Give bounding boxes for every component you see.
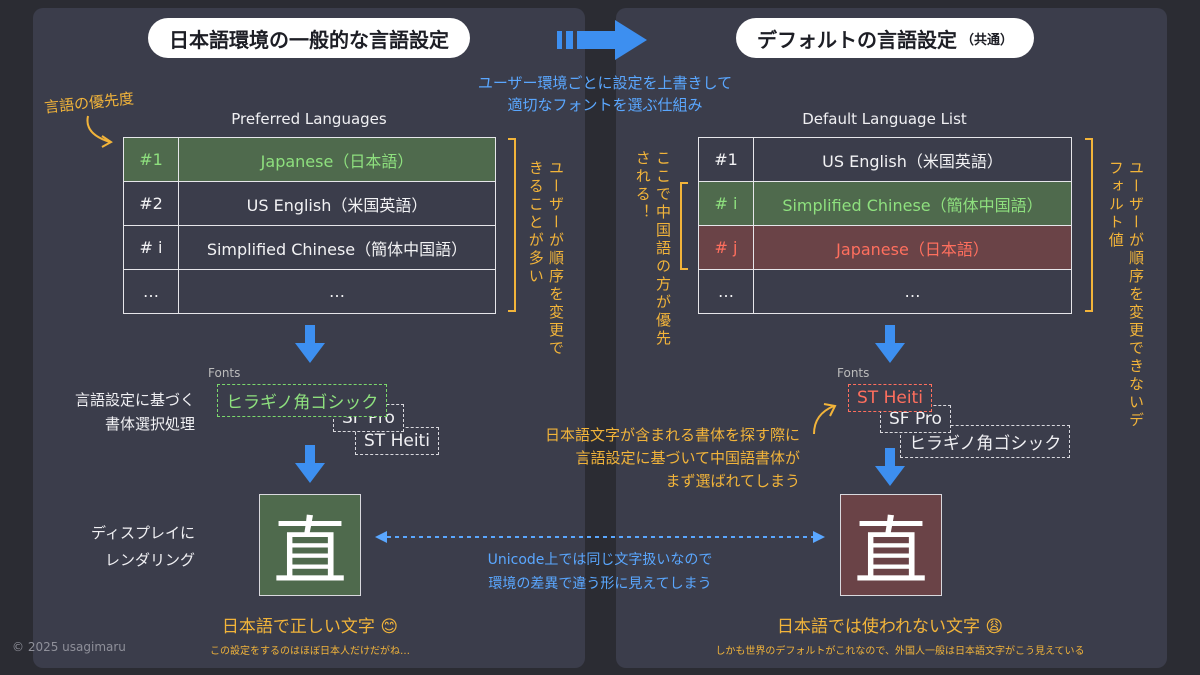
chinese-glyph: 直 [840, 494, 942, 596]
left-footnote: この設定をするのはほぼ日本人だけだがね… [210, 646, 410, 657]
right-bracket [1085, 138, 1093, 312]
chinese-priority-note: ここで中国語の方が優先される！ [633, 150, 672, 348]
left-bracket [508, 138, 516, 312]
right-side-note: ユーザーが順序を変更できないデフォルト値 [1106, 160, 1145, 430]
render-label: ディスプレイに レンダリング [91, 524, 195, 569]
left-result: 日本語で正しい文字 😊 [221, 617, 399, 637]
right-title: デフォルトの言語設定（共通） [736, 18, 1034, 58]
table-row: …… [698, 269, 1072, 314]
unicode-note: Unicode上では同じ文字扱いなので 環境の差異で違う形に見えてしまう [487, 552, 713, 592]
right-fonts-label: Fonts [837, 366, 870, 380]
table-row: …… [123, 269, 496, 314]
right-result: 日本語では使われない文字 😩 [776, 617, 1004, 637]
left-side-note: ユーザーが順序を変更できることが多い [526, 160, 565, 358]
process-label: 言語設定に基づく 書体選択処理 [74, 391, 195, 433]
copyright: © 2025 usagimaru [12, 640, 126, 654]
arrow-down-icon [875, 448, 905, 486]
search-note: 日本語文字が含まれる書体を探す際に 言語設定に基づいて中国語書体が まず選ばれて… [544, 426, 800, 490]
right-table-title: Default Language List [802, 110, 967, 128]
font-entry-selected: ヒラギノ角ゴシック [217, 384, 388, 417]
left-table-title: Preferred Languages [231, 110, 387, 128]
double-arrow-icon [375, 531, 825, 543]
search-note-arrow-icon [813, 403, 837, 435]
arrow-down-icon [875, 325, 905, 363]
arrow-down-icon [295, 325, 325, 363]
left-title: 日本語環境の一般的な言語設定 [148, 18, 470, 58]
arrow-down-icon [295, 445, 325, 483]
left-fonts-label: Fonts [208, 366, 241, 380]
priority-arrow-icon [86, 115, 113, 148]
right-footnote: しかも世界のデフォルトがこれなので、外国人一般は日本語文字がこう見えている [715, 646, 1085, 657]
override-note: ユーザー環境ごとに設定を上書きして 適切なフォントを選ぶ仕組み [477, 74, 733, 114]
font-entry-selected: ST Heiti [848, 384, 932, 412]
chinese-bracket [680, 182, 688, 270]
transition-arrow-icon [557, 20, 647, 60]
japanese-glyph: 直 [259, 494, 361, 596]
